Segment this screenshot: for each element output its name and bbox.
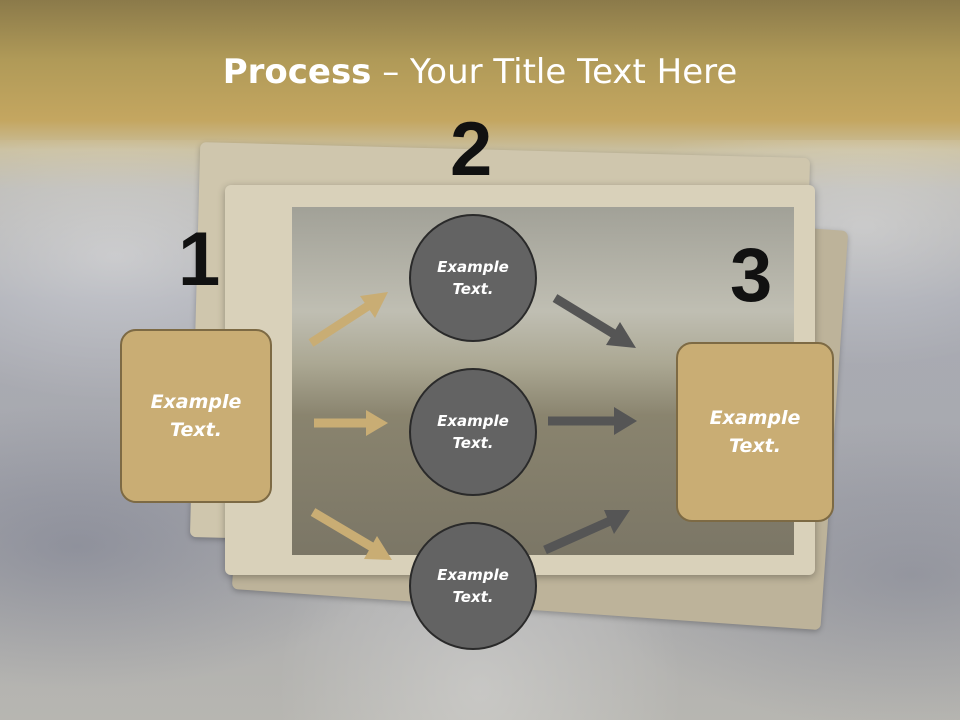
arrow-to-circle-1 bbox=[308, 292, 388, 347]
right-box: Example Text. bbox=[676, 342, 834, 522]
process-circle-1: Example Text. bbox=[409, 214, 537, 342]
process-circle-2: Example Text. bbox=[409, 368, 537, 496]
arrow-from-circle-3 bbox=[543, 510, 630, 555]
title-rest: – Your Title Text Here bbox=[371, 52, 738, 92]
arrow-from-circle-1 bbox=[552, 294, 636, 348]
left-box-text: Example Text. bbox=[150, 390, 242, 442]
step-number-1: 1 bbox=[178, 217, 221, 302]
step-number-2: 2 bbox=[450, 107, 493, 192]
arrow-to-circle-3 bbox=[310, 508, 392, 560]
process-circle-3: Example Text. bbox=[409, 522, 537, 650]
circle-text: Example Text. bbox=[437, 257, 509, 299]
arrow-to-circle-2 bbox=[314, 410, 388, 436]
title-bold: Process bbox=[222, 52, 372, 92]
arrow-from-circle-2 bbox=[548, 407, 637, 435]
circle-text: Example Text. bbox=[437, 565, 509, 607]
step-number-3: 3 bbox=[730, 233, 773, 318]
circle-text: Example Text. bbox=[437, 411, 509, 453]
right-box-text: Example Text. bbox=[709, 406, 801, 458]
left-box: Example Text. bbox=[120, 329, 272, 503]
slide-title: Process – Your Title Text Here bbox=[0, 52, 960, 92]
